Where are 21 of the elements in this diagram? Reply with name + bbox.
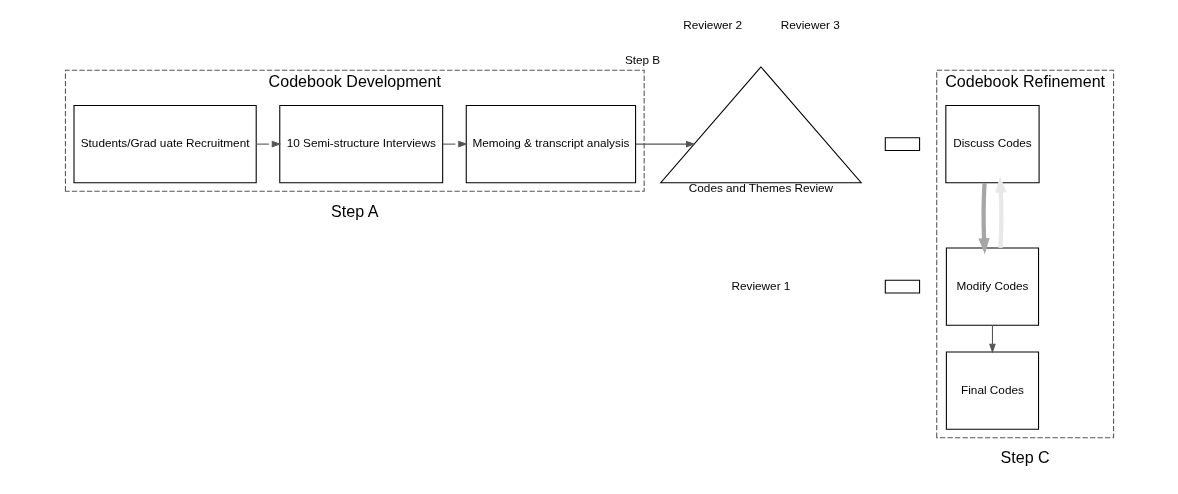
node-label: Step C	[1000, 448, 1050, 467]
node-box	[884, 137, 920, 152]
node-box	[884, 279, 920, 294]
node-box: Final Codes	[945, 351, 1039, 430]
label: Reviewer 1	[731, 278, 790, 292]
node-box: Modify Codes	[945, 247, 1039, 326]
arrow	[441, 140, 468, 148]
arrow	[977, 182, 990, 255]
node-box: Discuss Codes	[944, 105, 1040, 184]
arrow	[994, 176, 1007, 248]
node-box: Students/Grad uate Recruitment	[72, 105, 257, 184]
arrow	[634, 140, 696, 148]
arrow	[988, 324, 996, 354]
label: Reviewer 3	[780, 18, 840, 32]
arrow	[255, 140, 281, 148]
node-label: Codes and Themes Review	[688, 181, 833, 195]
label: Reviewer 2	[682, 18, 742, 32]
node-label: Step A	[330, 201, 378, 220]
node-box: 10 Semi-structure Interviews	[278, 105, 443, 184]
node-label: Step B	[624, 52, 660, 66]
node-box: Memoing & transcript analysis	[465, 105, 636, 184]
